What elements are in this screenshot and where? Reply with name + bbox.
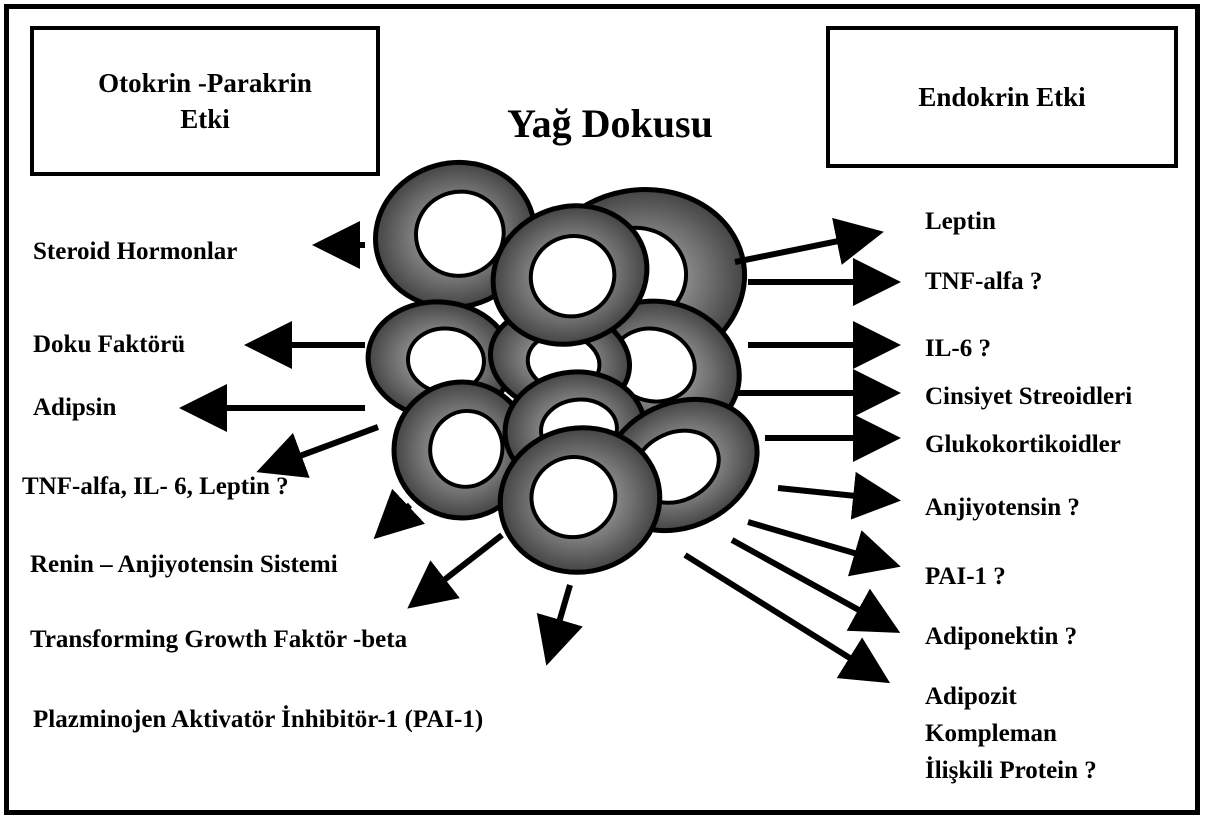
acrp-line-2: Kompleman xyxy=(925,715,1205,752)
arrow-right-1 xyxy=(735,233,878,262)
left-item-pai1: Plazminojen Aktivatör İnhibitör-1 (PAI-1… xyxy=(33,705,483,735)
right-item-il6: IL-6 ? xyxy=(925,334,991,364)
left-item-renin-angiotensin: Renin – Anjiyotensin Sistemi xyxy=(30,550,338,580)
arrow-right-8 xyxy=(732,540,895,630)
right-item-tnf-alfa: TNF-alfa ? xyxy=(925,267,1042,297)
arrow-left-6 xyxy=(412,535,502,605)
right-item-glucocorticoids: Glukokortikoidler xyxy=(925,430,1121,460)
arrow-right-9 xyxy=(685,555,885,680)
right-item-pai1: PAI-1 ? xyxy=(925,562,1006,592)
right-item-leptin: Leptin xyxy=(925,207,996,237)
arrow-left-5 xyxy=(378,505,410,535)
right-item-angiotensin: Anjiyotensin ? xyxy=(925,493,1080,523)
arrow-left-7 xyxy=(548,585,570,660)
acrp-line-1: Adipozit xyxy=(925,678,1205,715)
right-item-adiponectin: Adiponektin ? xyxy=(925,622,1077,652)
left-item-tissue-factor: Doku Faktörü xyxy=(33,330,185,360)
left-item-steroid-hormones: Steroid Hormonlar xyxy=(33,237,237,267)
left-item-tnf-il6-leptin: TNF-alfa, IL- 6, Leptin ? xyxy=(22,472,289,502)
right-item-acrp: Adipozit Kompleman İlişkili Protein ? xyxy=(925,678,1205,789)
arrow-left-4 xyxy=(262,427,378,470)
left-item-tgf-beta: Transforming Growth Faktör -beta xyxy=(30,625,407,655)
arrow-right-6 xyxy=(778,488,895,500)
left-item-adipsin: Adipsin xyxy=(33,393,116,423)
right-item-sex-steroids: Cinsiyet Streoidleri xyxy=(925,382,1132,412)
acrp-line-3: İlişkili Protein ? xyxy=(925,752,1205,789)
